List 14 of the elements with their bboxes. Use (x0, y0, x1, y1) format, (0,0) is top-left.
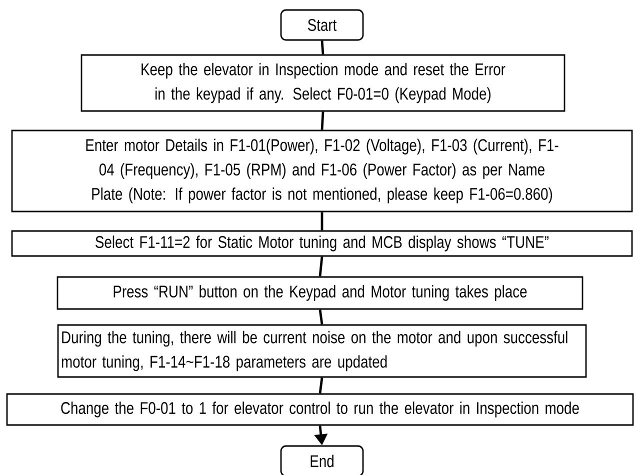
connector-line (320, 112, 324, 130)
connector-line (320, 40, 324, 54)
connector-line (318, 310, 324, 324)
connector-line (318, 256, 324, 276)
terminal-box: End (280, 445, 364, 475)
process-box: Keep the elevator in Inspection mode and reset the Error in the keypad if any. Select F0-01=0 (Keypad Mode) (80, 54, 566, 112)
connector-line (318, 378, 324, 394)
process-box: During the tuning, there will be current noise on the motor and upon successful motor tuning, F1-14~F1-18 parameters are updated (57, 324, 587, 378)
connector-line (320, 212, 324, 230)
process-box: Press “RUN” button on the Keypad and Motor tuning takes place (56, 276, 584, 310)
terminal-box: Start (280, 9, 364, 41)
process-box: Change the F0-01 to 1 for elevator control to run the elevator in Inspection mode (6, 393, 634, 426)
process-box: Select F1-11=2 for Static Motor tuning and MCB display shows “TUNE” (11, 230, 633, 257)
process-box: Enter motor Details in F1-01(Power), F1-02 (Voltage), F1-03 (Current), F1-04 (Frequency), F1-05 (RPM) and F1-06 (Power Factor) as per Name Plate (Note: If power factor is not mentioned, please keep F1-06=0.860) (11, 130, 633, 212)
